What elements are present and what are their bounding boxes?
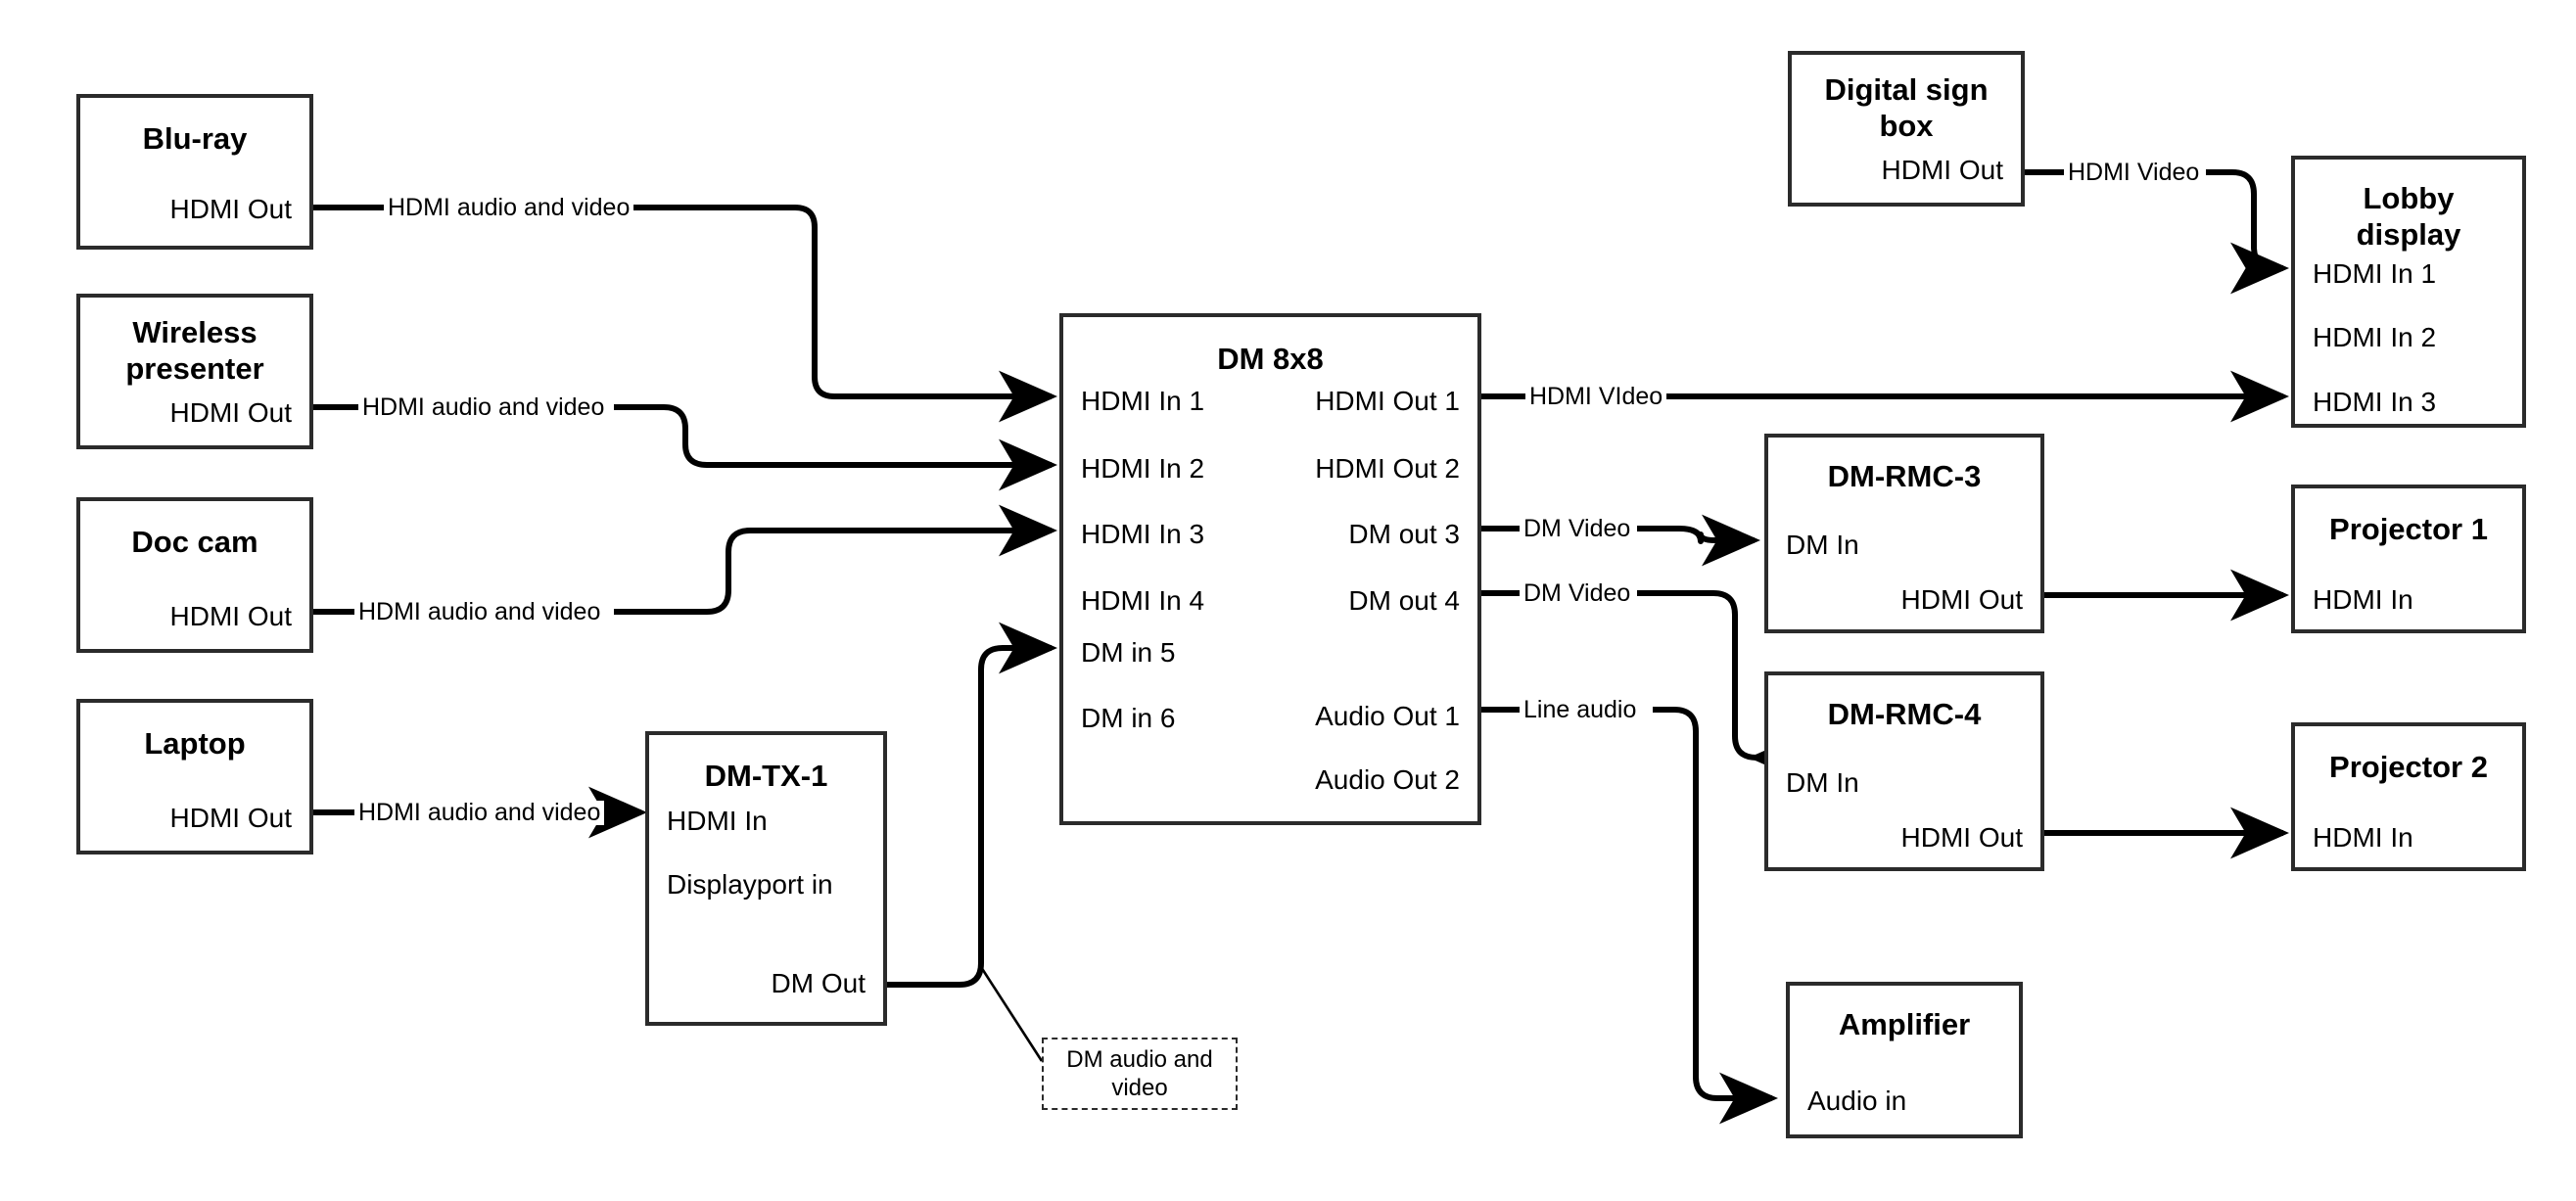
port-projector-2-hdmi-in: HDMI In <box>2313 822 2413 853</box>
device-box-digital-sign-box[interactable]: Digital sign box HDMI Out <box>1788 51 2025 207</box>
port-blu-ray-hdmi-out: HDMI Out <box>169 194 292 224</box>
device-title-projector-2: Projector 2 <box>2329 750 2488 784</box>
wire-label-laptop: HDMI audio and video <box>354 801 605 825</box>
wire-dmtx1-to-dm8x8-in5 <box>887 622 1057 988</box>
device-title-amplifier: Amplifier <box>1838 1007 1971 1041</box>
device-title-wireless-presenter-line2: presenter <box>125 351 264 386</box>
wire-dm8x8-out4-to-rmc4 <box>1481 590 1756 758</box>
device-title-digital-sign-box-line2: box <box>1879 109 1934 143</box>
wire-dm8x8-audioout1-to-amplifier <box>1481 707 1772 1098</box>
wire-label-dm-out4: DM Video <box>1520 581 1635 606</box>
port-dm-8x8-hdmi-in-4: HDMI In 4 <box>1081 585 1205 616</box>
device-box-dm-rmc-3[interactable]: DM-RMC-3 DM In HDMI Out <box>1764 434 2044 633</box>
device-box-dm-tx-1[interactable]: DM-TX-1 HDMI In Displayport in DM Out <box>645 731 887 1026</box>
device-title-digital-sign-box-line1: Digital sign <box>1824 72 1989 107</box>
port-laptop-hdmi-out: HDMI Out <box>169 803 292 833</box>
device-box-projector-2[interactable]: Projector 2 HDMI In <box>2291 722 2526 871</box>
device-title-lobby-display-line1: Lobby <box>2363 181 2455 215</box>
device-box-dm-rmc-4[interactable]: DM-RMC-4 DM In HDMI Out <box>1764 671 2044 871</box>
port-dm-tx-1-hdmi-in: HDMI In <box>667 806 768 836</box>
port-dm-rmc-3-dm-in: DM In <box>1786 530 1859 560</box>
port-dm-rmc-3-hdmi-out: HDMI Out <box>1900 584 2023 615</box>
port-amplifier-audio-in: Audio in <box>1807 1086 1907 1116</box>
device-box-dm-8x8[interactable]: DM 8x8 HDMI In 1 HDMI In 2 HDMI In 3 HDM… <box>1059 313 1481 825</box>
port-dm-8x8-hdmi-in-1: HDMI In 1 <box>1081 386 1205 416</box>
port-dm-8x8-dm-in-5: DM in 5 <box>1081 637 1176 668</box>
annotation-text: DM audio and video <box>1066 1045 1213 1101</box>
port-dm-8x8-dm-out-3: DM out 3 <box>1348 519 1460 549</box>
device-title-wireless-presenter-line1: Wireless <box>132 315 258 349</box>
port-dm-8x8-audio-out-1: Audio Out 1 <box>1315 701 1460 731</box>
wire-label-dm-out1-hdmi-video: HDMI VIdeo <box>1525 385 1667 409</box>
port-projector-1-hdmi-in: HDMI In <box>2313 584 2413 615</box>
port-lobby-display-hdmi-in-1: HDMI In 1 <box>2313 258 2437 289</box>
device-box-laptop[interactable]: Laptop HDMI Out <box>76 699 313 855</box>
port-dm-8x8-hdmi-out-2: HDMI Out 2 <box>1315 453 1460 484</box>
port-dm-8x8-hdmi-in-2: HDMI In 2 <box>1081 453 1205 484</box>
annotation-dm-audio-and-video: DM audio and video <box>1042 1038 1238 1110</box>
port-dm-8x8-hdmi-out-1: HDMI Out 1 <box>1315 386 1460 416</box>
wire-label-dm-out3: DM Video <box>1520 517 1635 541</box>
port-dm-tx-1-displayport-in: Displayport in <box>667 869 833 900</box>
device-title-doc-cam: Doc cam <box>131 525 258 559</box>
device-box-wireless-presenter[interactable]: Wireless presenter HDMI Out <box>76 294 313 449</box>
port-dm-8x8-audio-out-2: Audio Out 2 <box>1315 764 1460 795</box>
port-doc-cam-hdmi-out: HDMI Out <box>169 601 292 631</box>
device-title-dm-8x8: DM 8x8 <box>1217 342 1324 376</box>
wire-bluray-to-dm8x8-in1 <box>313 205 1052 396</box>
port-dm-rmc-4-dm-in: DM In <box>1786 767 1859 798</box>
device-box-projector-1[interactable]: Projector 1 HDMI In <box>2291 485 2526 633</box>
port-dm-8x8-hdmi-in-3: HDMI In 3 <box>1081 519 1205 549</box>
device-box-amplifier[interactable]: Amplifier Audio in <box>1786 982 2023 1138</box>
port-dm-tx-1-dm-out: DM Out <box>771 968 866 998</box>
device-title-dm-rmc-4: DM-RMC-4 <box>1827 697 1982 731</box>
device-title-dm-tx-1: DM-TX-1 <box>704 759 828 793</box>
wire-label-line-audio: Line audio <box>1520 698 1641 722</box>
wire-label-wireless: HDMI audio and video <box>358 395 609 420</box>
port-wireless-presenter-hdmi-out: HDMI Out <box>169 397 292 428</box>
wire-dm8x8-out3-to-rmc3 <box>1481 529 1755 541</box>
device-title-lobby-display-line2: display <box>2356 217 2461 252</box>
device-box-blu-ray[interactable]: Blu-ray HDMI Out <box>76 94 313 250</box>
wire-doccam-to-dm8x8-in3 <box>313 531 1052 615</box>
device-title-projector-1: Projector 1 <box>2329 512 2488 546</box>
port-dm-8x8-dm-out-4: DM out 4 <box>1348 585 1460 616</box>
device-title-laptop: Laptop <box>144 726 246 761</box>
port-dm-rmc-4-hdmi-out: HDMI Out <box>1900 822 2023 853</box>
port-lobby-display-hdmi-in-2: HDMI In 2 <box>2313 322 2437 352</box>
wire-label-bluray: HDMI audio and video <box>384 196 634 220</box>
device-title-dm-rmc-3: DM-RMC-3 <box>1827 459 1982 493</box>
wire-wireless-to-dm8x8-in2 <box>313 407 1052 465</box>
device-box-doc-cam[interactable]: Doc cam HDMI Out <box>76 497 313 653</box>
leader-line-dm-audio-video <box>979 966 1044 1062</box>
wire-sign-to-lobby-in1 <box>2025 169 2283 268</box>
wire-label-doccam: HDMI audio and video <box>354 600 605 624</box>
port-digital-sign-box-hdmi-out: HDMI Out <box>1881 155 2003 185</box>
device-title-blu-ray: Blu-ray <box>142 121 248 156</box>
device-box-lobby-display[interactable]: Lobby display HDMI In 1 HDMI In 2 HDMI I… <box>2291 156 2526 428</box>
port-lobby-display-hdmi-in-3: HDMI In 3 <box>2313 387 2437 417</box>
wire-label-sign-to-lobby: HDMI Video <box>2064 161 2204 185</box>
port-dm-8x8-dm-in-6: DM in 6 <box>1081 703 1176 733</box>
